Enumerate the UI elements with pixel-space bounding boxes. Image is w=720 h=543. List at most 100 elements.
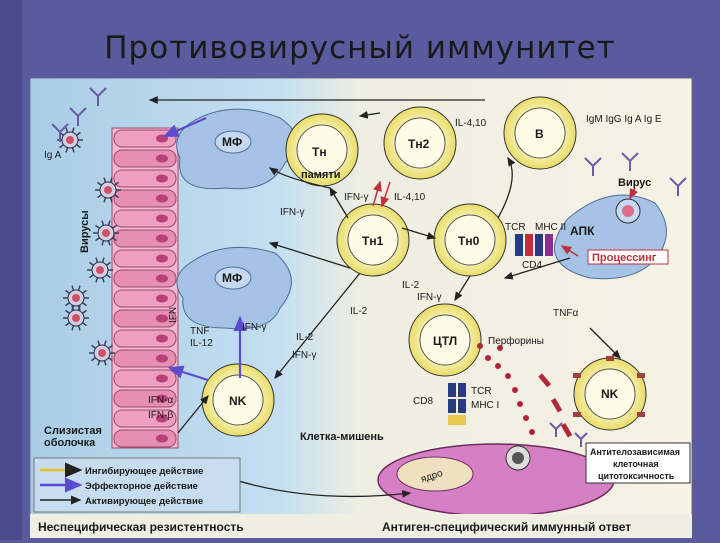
svg-text:Тн2: Тн2 — [408, 137, 430, 151]
svg-text:цитотоксичность: цитотоксичность — [598, 471, 675, 481]
svg-text:В: В — [535, 127, 544, 141]
ifn-beta-label: IFN-β — [148, 410, 173, 421]
cd4-label: CD4 — [522, 260, 542, 271]
legend-activate-label: Активирующее действие — [85, 496, 203, 507]
epithelial-nucleus — [156, 314, 168, 323]
epithelial-nucleus — [156, 154, 168, 163]
epithelial-nucleus — [156, 274, 168, 283]
ifn-gamma-e-label: IFN-γ — [292, 350, 316, 361]
virus-label: Вирус — [618, 177, 651, 189]
ig-classes-label: IgM IgG Ig A Ig E — [586, 114, 662, 125]
tcr-bottom-label: TCR — [471, 386, 492, 397]
epithelial-cell — [113, 309, 177, 328]
processing-label: Процессинг — [592, 252, 657, 264]
epithelial-nucleus — [156, 334, 168, 343]
macrophage-middle: МФ — [176, 246, 292, 330]
epithelial-cell — [113, 249, 177, 268]
epithelial-nucleus — [156, 394, 168, 403]
mhc2-label: MHC II — [535, 222, 566, 233]
virus-particle — [93, 220, 119, 246]
perforin-granules — [477, 343, 573, 438]
tcr-top-label: TCR — [505, 222, 526, 233]
mucosa-epithelium — [111, 127, 179, 449]
cell-th2: Тн2 — [383, 106, 457, 180]
svg-text:Тн1: Тн1 — [362, 234, 384, 248]
slide-title: Противовирусный иммунитет — [104, 30, 616, 66]
epithelial-cell — [113, 169, 177, 188]
cell-th0: Тн0 — [433, 203, 507, 277]
footer-bar — [30, 514, 692, 538]
virus-particle — [63, 305, 89, 331]
epithelial-nucleus — [156, 234, 168, 243]
il410-top-label: IL-4,10 — [455, 118, 487, 129]
cell-ctl: ЦТЛ — [408, 303, 482, 377]
cell-th-memory: Тн памяти — [285, 113, 359, 187]
ifn-gamma-a-label: IFN-γ — [280, 207, 304, 218]
epithelial-cell — [113, 129, 177, 148]
il2-a-label: IL-2 — [402, 280, 420, 291]
il410-mid-label: IL-4,10 — [394, 192, 426, 203]
antibody-group-right — [549, 152, 687, 447]
footer-left-label: Неспецифическая резистентность — [38, 520, 244, 534]
epithelial-nucleus — [156, 354, 168, 363]
legend-inhibit-label: Ингибирующее действие — [85, 466, 203, 477]
cell-th1: Тн1 — [336, 203, 410, 277]
epithelial-nucleus — [156, 374, 168, 383]
tcr-mhc2-complex — [515, 234, 553, 256]
virus-particle — [95, 177, 121, 203]
svg-text:Тн0: Тн0 — [458, 234, 480, 248]
viruses-vertical-label: Вирусы — [79, 210, 91, 253]
immunity-diagram: МФ МФ Тн памяти Тн2 В Тн1 Тн0 ЦТЛ — [29, 77, 693, 539]
epithelial-nucleus — [156, 294, 168, 303]
epithelial-cell — [113, 329, 177, 348]
epithelial-nucleus — [156, 434, 168, 443]
svg-text:Антителозависимая: Антителозависимая — [590, 447, 680, 457]
arrows-effector — [162, 116, 247, 382]
cell-nk-right: NK — [573, 356, 647, 431]
il12-label: IL-12 — [190, 338, 213, 349]
virus-particle — [57, 127, 83, 153]
ifn-gamma-b-label: IFN-γ — [344, 192, 368, 203]
epithelial-cell — [113, 409, 177, 428]
epithelial-cell — [113, 149, 177, 168]
svg-text:клеточная: клеточная — [613, 459, 659, 469]
iga-left-label: Ig A — [44, 150, 62, 161]
svg-text:ЦТЛ: ЦТЛ — [433, 334, 457, 348]
il2-c-label: IL-2 — [296, 332, 314, 343]
mucosa-label-line1: Слизистая — [44, 425, 102, 437]
epithelial-nucleus — [156, 214, 168, 223]
macrophage-middle-label: МФ — [222, 271, 242, 285]
epithelial-cell — [113, 429, 177, 448]
cell-nk-left: NK — [201, 363, 275, 437]
virus-particle — [87, 257, 113, 283]
svg-text:NK: NK — [601, 387, 619, 401]
epithelial-cell — [113, 269, 177, 288]
svg-text:NK: NK — [229, 394, 247, 408]
tnf-alpha-label: TNFα — [553, 308, 578, 319]
virus-particle — [63, 285, 89, 311]
legend-effector-label: Эффекторное действие — [85, 481, 198, 492]
adcc-box: Антителозависимая клеточная цитотоксично… — [585, 442, 691, 484]
ifn-gamma-c-label: IFN-γ — [417, 292, 441, 303]
perforins-label: Перфорины — [488, 335, 544, 347]
macrophage-top: МФ — [176, 108, 297, 190]
ifn-vertical-label: IFN — [168, 307, 179, 323]
mucosa-label-line2: оболочка — [44, 437, 96, 449]
arrows-inhibitory — [372, 180, 391, 208]
epithelial-cell — [113, 389, 177, 408]
macrophage-top-label: МФ — [222, 135, 242, 149]
tcr-mhc1-complex — [448, 383, 466, 425]
processing-box — [587, 249, 669, 265]
diagram-canvas: МФ МФ Тн памяти Тн2 В Тн1 Тн0 ЦТЛ — [29, 77, 693, 539]
epithelial-nucleus — [156, 194, 168, 203]
epithelial-cell — [113, 189, 177, 208]
tnf-label: TNF — [190, 326, 209, 337]
antibody-iga-group — [51, 87, 107, 142]
target-cell-label: Клетка-мишень — [300, 431, 384, 443]
ifn-alpha-label: IFN-α — [148, 395, 173, 406]
epithelial-cell — [113, 289, 177, 308]
slide-left-border — [0, 0, 22, 540]
epithelial-cell — [113, 349, 177, 368]
cd8-label: CD8 — [413, 396, 433, 407]
epithelial-cell — [113, 369, 177, 388]
